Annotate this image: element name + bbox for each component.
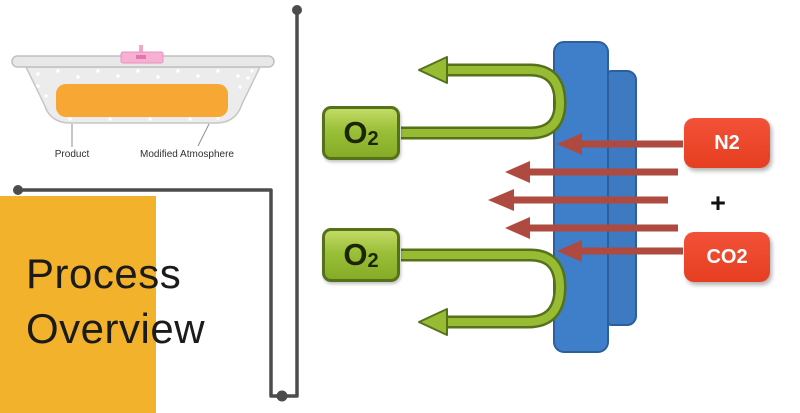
gas-outlet-arrow-top xyxy=(401,56,567,140)
o2-subscript: 2 xyxy=(367,249,379,272)
slide-title: Process Overview xyxy=(26,246,205,356)
slide-title-line1: Process xyxy=(26,250,182,297)
atmosphere-leader-line xyxy=(197,123,210,147)
o2-subscript: 2 xyxy=(367,127,379,150)
n2-inlet-box: N2 xyxy=(684,118,770,168)
atmosphere-speckles xyxy=(36,69,254,121)
yellow-accent-block xyxy=(0,196,156,413)
gas-inlet-arrow-n2 xyxy=(557,133,683,155)
connector-line xyxy=(13,5,302,402)
co2-inlet-box: CO2 xyxy=(684,232,770,282)
gas-outlet-arrow-bottom xyxy=(401,248,567,336)
connector-dot-top xyxy=(292,5,302,15)
arrowhead-left-icon xyxy=(418,308,448,336)
gas-inlet-arrows xyxy=(488,133,683,262)
arrowhead-left-icon xyxy=(418,56,448,84)
connector-dot-bottom xyxy=(276,390,288,402)
gas-inlet-arrow-2 xyxy=(505,161,678,183)
valve-tick xyxy=(139,45,143,53)
connector-dot-left xyxy=(13,185,23,195)
gas-inlet-arrow-3 xyxy=(488,189,668,211)
n2-label: N2 xyxy=(714,131,740,154)
gas-inlet-arrow-4 xyxy=(505,217,678,239)
product-label: Product xyxy=(54,149,90,160)
co2-label: CO2 xyxy=(706,245,748,268)
product-fill xyxy=(56,84,228,117)
plus-sign: + xyxy=(710,188,726,218)
slide-title-line2: Overview xyxy=(26,305,206,352)
o2-symbol: O xyxy=(343,237,368,272)
modified-atmosphere-label: Modified Atmosphere xyxy=(140,149,234,160)
gas-inlet-arrow-co2 xyxy=(557,240,683,262)
package-illustration xyxy=(11,45,275,147)
o2-symbol: O xyxy=(343,115,368,150)
valve-inner-mark xyxy=(136,55,146,59)
